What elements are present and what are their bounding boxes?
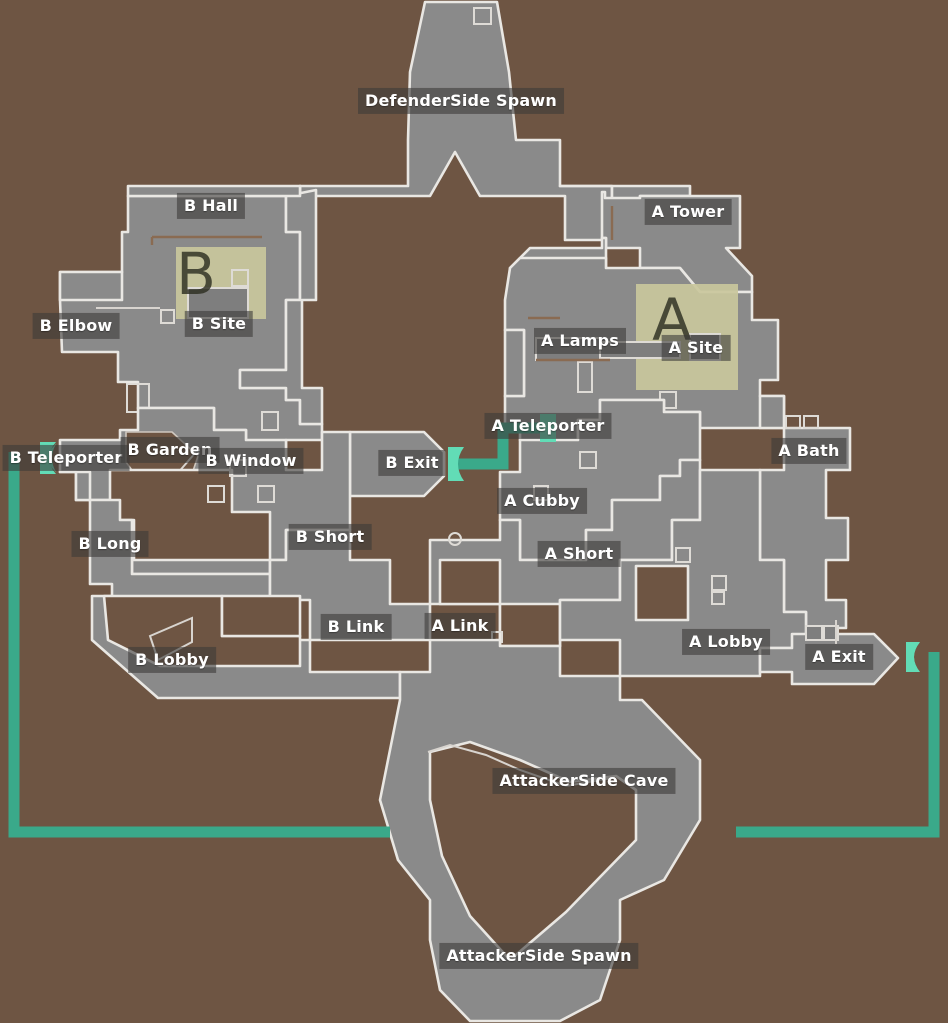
map-label-b-hall[interactable]: B Hall — [176, 192, 246, 220]
map-label-b-exit[interactable]: B Exit — [378, 449, 446, 477]
map-label-a-link[interactable]: A Link — [424, 612, 496, 640]
map-label-a-exit[interactable]: A Exit — [805, 643, 873, 671]
map-label-a-lobby[interactable]: A Lobby — [682, 628, 770, 656]
map-label-b-site[interactable]: B Site — [184, 310, 254, 338]
map-label-defenderside-spawn[interactable]: DefenderSide Spawn — [358, 87, 564, 115]
map-label-b-long[interactable]: B Long — [71, 530, 149, 558]
map-label-attackerside-spawn[interactable]: AttackerSide Spawn — [439, 942, 639, 970]
map-label-b-elbow[interactable]: B Elbow — [32, 312, 120, 340]
map-label-a-lamps[interactable]: A Lamps — [534, 327, 626, 355]
map-label-attackerside-cave[interactable]: AttackerSide Cave — [492, 767, 676, 795]
map-label-a-short[interactable]: A Short — [537, 540, 621, 568]
map-label-a-teleporter[interactable]: A Teleporter — [484, 412, 612, 440]
map-label-a-tower[interactable]: A Tower — [644, 198, 732, 226]
map-label-a-site[interactable]: A Site — [661, 334, 731, 362]
map-label-b-lobby[interactable]: B Lobby — [128, 646, 216, 674]
map-label-b-short[interactable]: B Short — [288, 523, 372, 551]
map-label-b-teleporter[interactable]: B Teleporter — [2, 444, 130, 472]
map-label-a-cubby[interactable]: A Cubby — [497, 487, 587, 515]
map-label-b-link[interactable]: B Link — [320, 613, 392, 641]
map-label-a-bath[interactable]: A Bath — [771, 437, 847, 465]
map-label-b-window[interactable]: B Window — [198, 447, 304, 475]
